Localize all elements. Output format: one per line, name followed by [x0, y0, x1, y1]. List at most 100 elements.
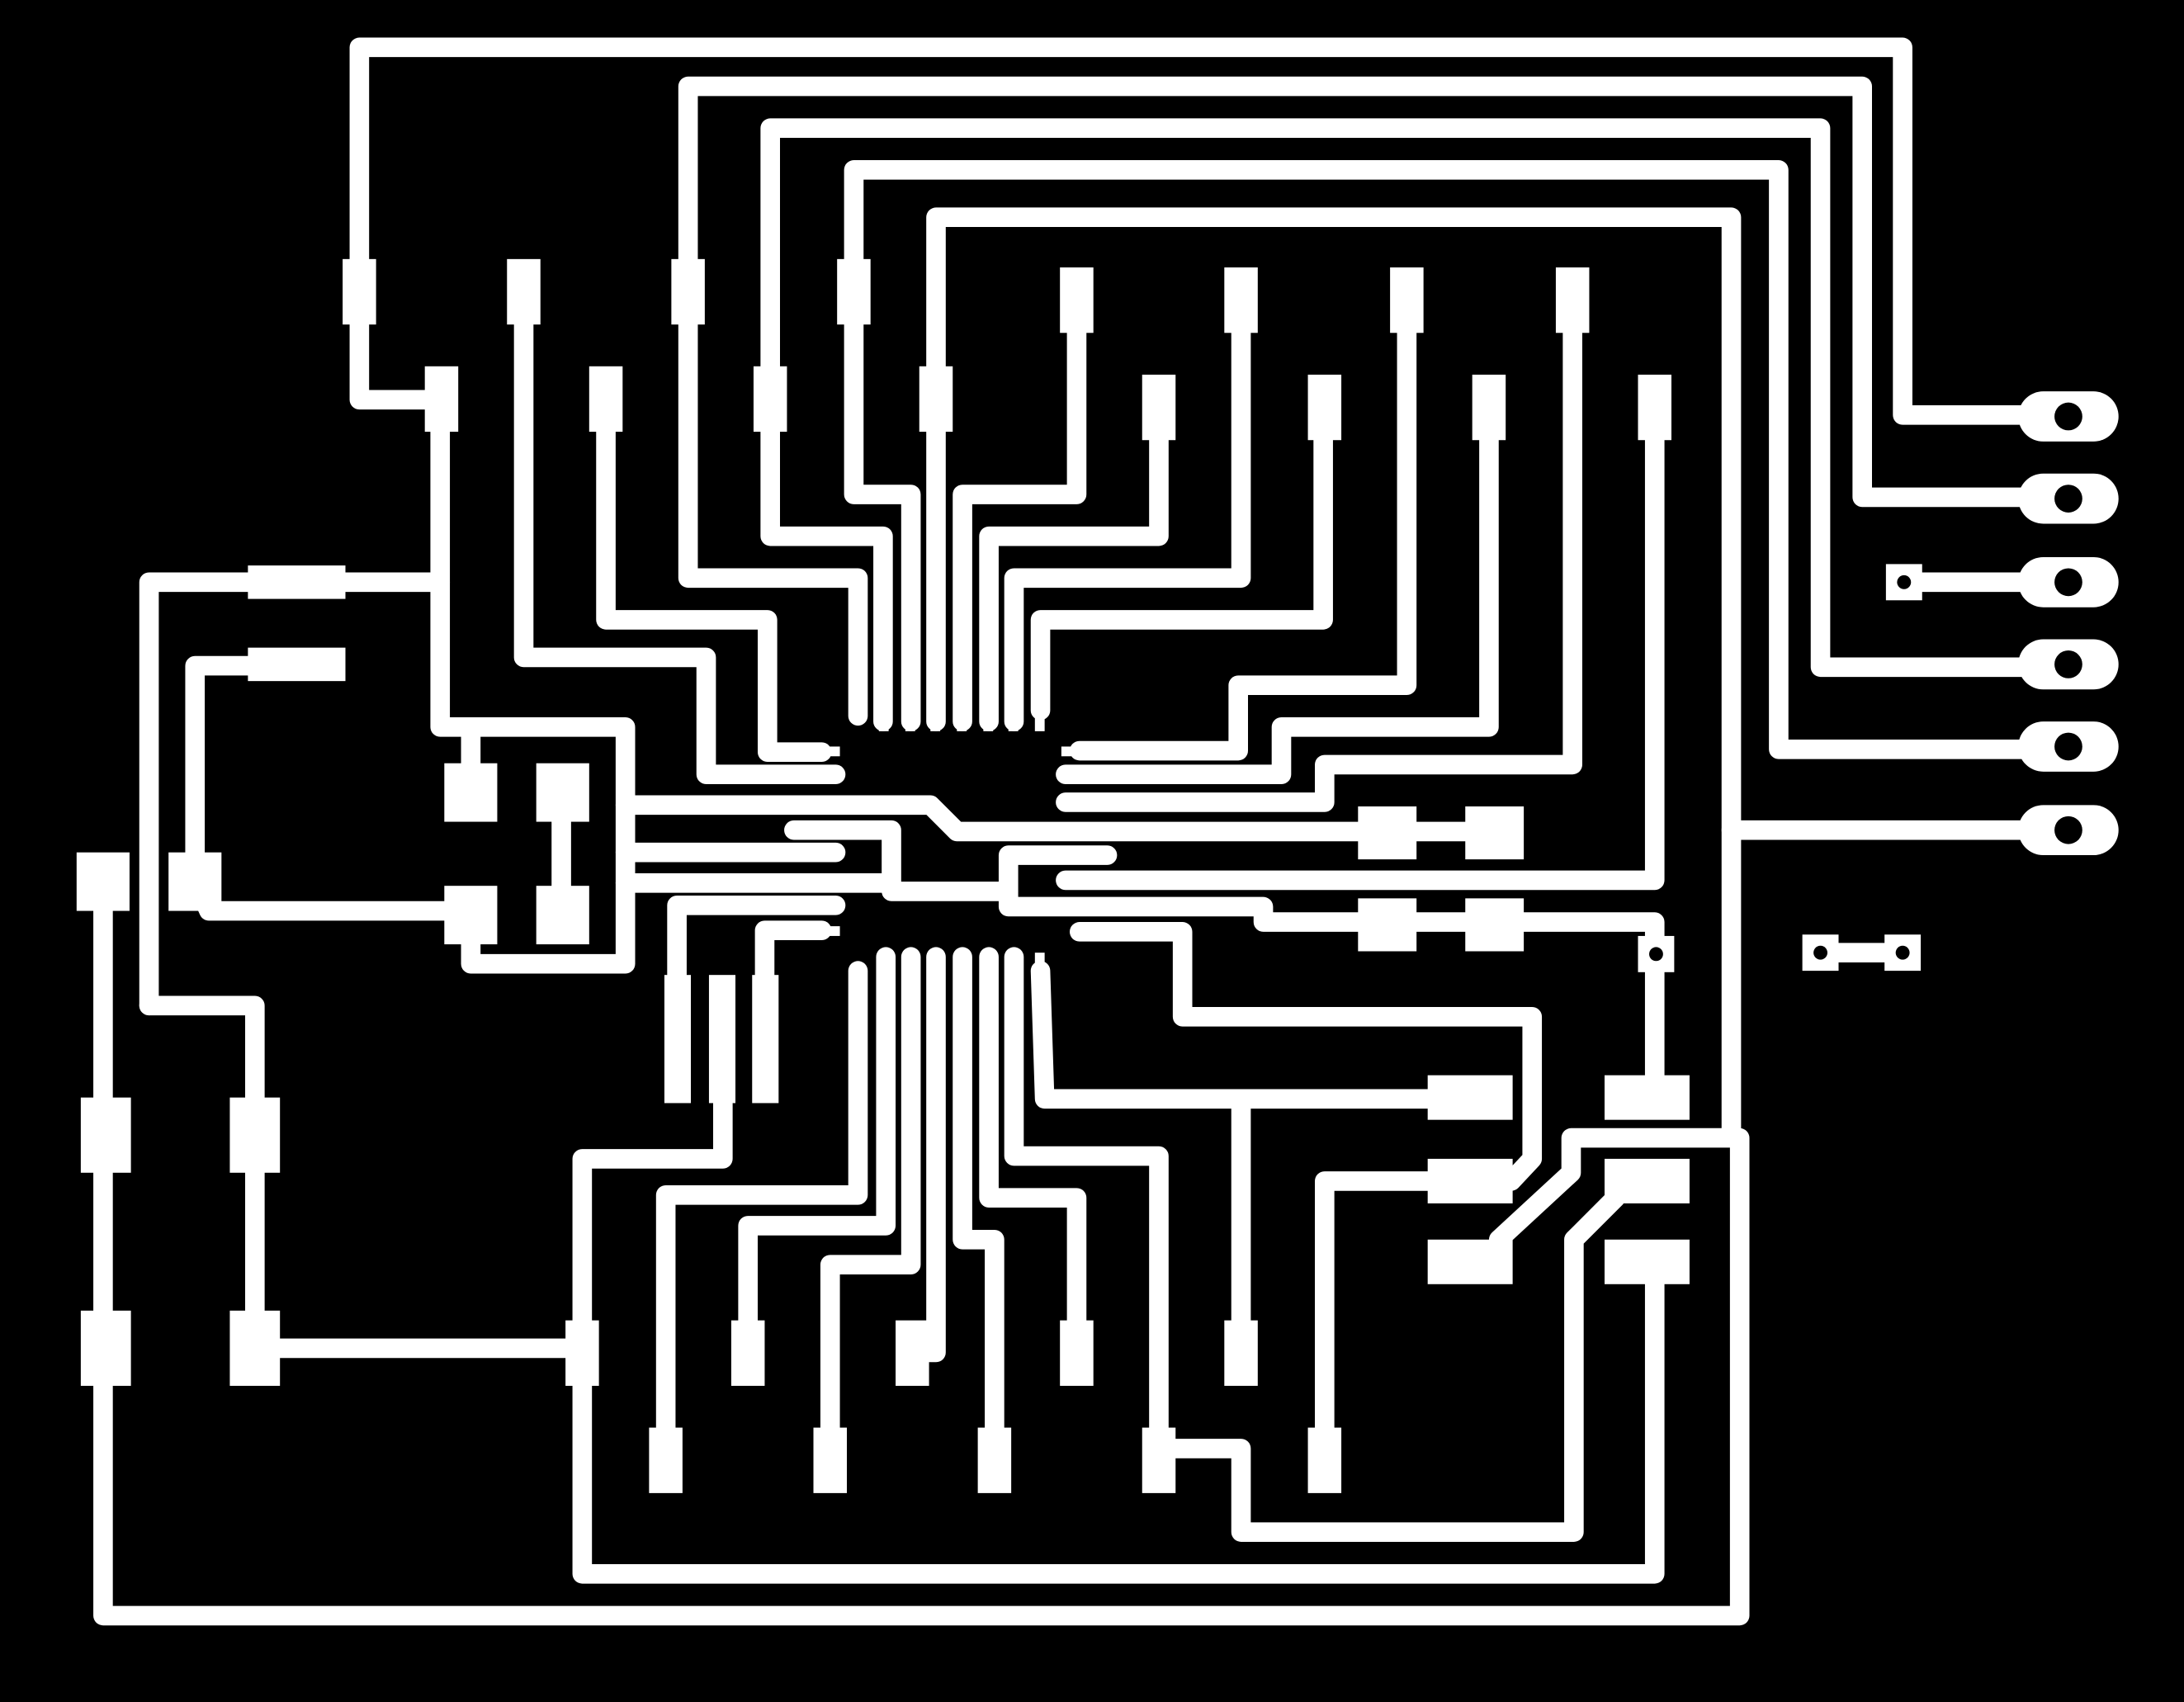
trace — [760, 118, 2078, 678]
trace — [615, 795, 1397, 842]
trace — [678, 76, 2078, 508]
trace — [953, 289, 1087, 731]
smd-pad — [919, 366, 953, 433]
ic-pin — [802, 770, 840, 780]
trace — [1315, 1171, 1480, 1470]
smd-pad — [837, 258, 871, 325]
trace — [1030, 961, 1480, 1109]
trace — [513, 282, 846, 785]
copper-traces — [93, 37, 2078, 1626]
smd-pad — [1307, 374, 1342, 441]
trace — [1004, 289, 1251, 731]
trace — [596, 390, 832, 763]
trace — [1149, 1188, 1626, 1542]
smd-pad — [1427, 1158, 1513, 1203]
smd-pad — [1060, 1320, 1094, 1386]
trace — [754, 920, 832, 985]
trace — [185, 655, 305, 891]
ic-pin — [957, 696, 967, 731]
smd-pad — [444, 886, 498, 945]
via-hole — [1897, 574, 1912, 589]
ic-pin — [983, 696, 994, 731]
pad-hole — [2054, 816, 2082, 844]
smd-pad — [1472, 374, 1506, 441]
via-hole — [1895, 945, 1910, 960]
smd-pad — [1465, 806, 1525, 860]
via-hole — [1813, 945, 1827, 960]
ic-pin — [1061, 797, 1099, 808]
ic-pin — [1061, 770, 1099, 780]
smd-pad — [1224, 267, 1258, 333]
ic-pin — [802, 824, 840, 834]
ic-pin — [1061, 746, 1099, 757]
smd-pad — [1307, 1427, 1342, 1493]
ic-pin — [905, 696, 915, 731]
ic-pin — [802, 901, 840, 911]
pad-hole — [2054, 650, 2082, 678]
smd-pad — [708, 975, 735, 1104]
pad-hole — [2054, 402, 2082, 431]
trace — [1004, 947, 1169, 1470]
smd-pad — [424, 366, 459, 433]
via-pads — [1638, 564, 1922, 972]
trace — [349, 282, 451, 410]
smd-pad — [1605, 1075, 1690, 1120]
ic-pin — [1034, 696, 1045, 731]
via-hole — [1649, 947, 1663, 962]
smd-pad — [1142, 374, 1176, 441]
trace — [844, 282, 921, 731]
pad-hole — [2054, 568, 2082, 597]
trace — [979, 947, 1087, 1363]
smd-pad — [589, 366, 623, 433]
smd-pad — [343, 258, 376, 325]
trace — [678, 282, 868, 726]
ic-pin — [1075, 926, 1113, 936]
smd-pad — [1427, 1075, 1513, 1120]
trace — [93, 870, 1750, 1626]
smd-pad — [229, 1097, 281, 1173]
ic-pin — [878, 953, 889, 988]
trace — [1070, 289, 1417, 761]
pad-hole — [2054, 485, 2082, 513]
ic-pin — [1061, 874, 1099, 885]
smd-pad — [649, 1427, 683, 1493]
trace — [349, 37, 2078, 425]
smd-pad — [730, 1320, 765, 1386]
smd-pad — [565, 1320, 599, 1386]
trace — [667, 895, 846, 985]
smd-pads — [76, 258, 1690, 1493]
trace — [245, 1127, 593, 1359]
trace — [572, 1250, 1665, 1584]
smd-pad — [80, 1097, 131, 1173]
smd-pad — [76, 852, 130, 911]
smd-pad — [1358, 806, 1417, 860]
trace — [139, 995, 265, 1146]
smd-pad — [248, 647, 346, 682]
ic-pin — [802, 746, 840, 757]
trace — [998, 882, 1397, 932]
trace — [926, 207, 1742, 1141]
smd-pad — [1060, 267, 1094, 333]
smd-pad — [536, 886, 589, 945]
pad-hole — [2054, 732, 2082, 761]
smd-pad — [1555, 267, 1590, 333]
smd-pad — [1465, 898, 1525, 952]
trace — [979, 396, 1169, 731]
smd-pad — [80, 1310, 131, 1386]
trace — [572, 1093, 733, 1359]
smd-pad — [168, 852, 222, 911]
smd-pad — [248, 565, 346, 599]
ic-pin — [983, 953, 994, 988]
smd-pad — [1427, 1239, 1513, 1284]
trace — [820, 947, 921, 1470]
smd-pad — [671, 258, 705, 325]
ic-footprint — [802, 696, 1113, 988]
trace — [185, 870, 481, 921]
trace — [953, 947, 1005, 1470]
trace — [1056, 289, 1582, 812]
ic-pin — [802, 848, 840, 858]
smd-pad — [507, 258, 541, 325]
smd-pad — [753, 366, 787, 433]
smd-pad — [1224, 1320, 1258, 1386]
